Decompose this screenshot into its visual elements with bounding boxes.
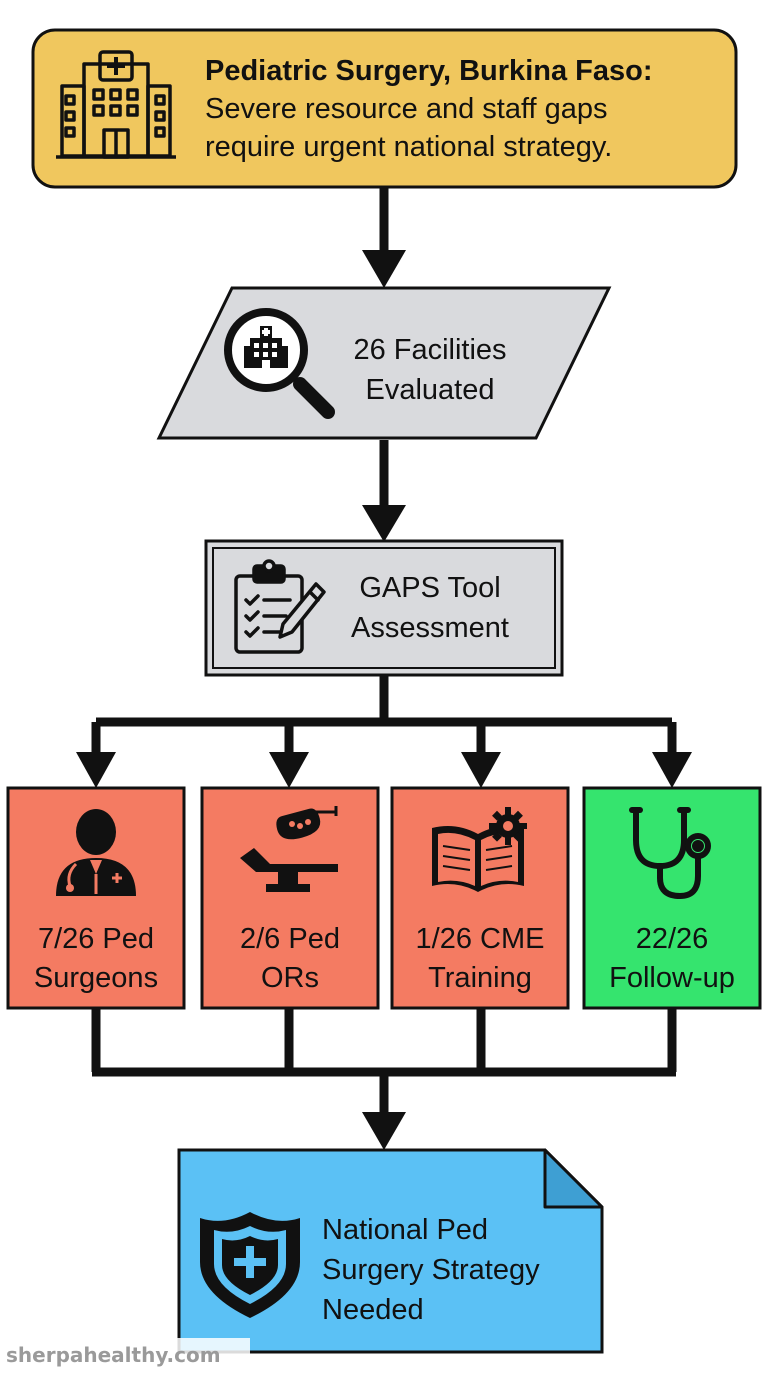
stat-cme-line-1: 1/26 CME	[415, 923, 545, 955]
magnifier-hospital-icon	[224, 308, 335, 419]
outcome-line-2: Surgery Strategy	[322, 1254, 540, 1286]
stat-ors-line-1: 2/6 Ped	[240, 923, 340, 955]
arrowhead-gaps	[362, 505, 406, 542]
arrowheads	[76, 250, 692, 1150]
assessment-line-2: Assessment	[351, 612, 509, 644]
outcome-box	[177, 1148, 604, 1354]
arrowhead-facilities	[362, 250, 406, 288]
arrowhead-stat-0	[76, 752, 116, 788]
clipboard-checklist-icon	[234, 559, 326, 654]
stat-surgeons-line-2: Surgeons	[33, 962, 159, 994]
stethoscope-icon	[629, 807, 711, 900]
operating-table-icon	[240, 806, 338, 892]
connectors	[91, 188, 677, 1112]
stat-followup-line-1: 22/26	[635, 923, 709, 955]
title-heading: Pediatric Surgery, Burkina Faso:	[205, 55, 653, 87]
outcome-text: National Ped Surgery Strategy Needed	[322, 1210, 592, 1330]
stat-surgeons-line-1: 7/26 Ped	[37, 923, 155, 955]
stat-cme-text: 1/26 CME Training	[392, 920, 568, 998]
arrowhead-stat-1	[269, 752, 309, 788]
assessment-line-1: GAPS Tool	[359, 572, 501, 604]
stat-ors-line-2: ORs	[261, 962, 319, 994]
outcome-line-1: National Ped	[322, 1214, 489, 1246]
watermark: sherpahealthy.com	[0, 1338, 250, 1372]
hospital-icon	[56, 50, 176, 159]
arrowhead-outcome	[362, 1112, 406, 1150]
arrowhead-stat-2	[461, 752, 501, 788]
title-box	[31, 28, 738, 189]
stat-surgeons-text: 7/26 Ped Surgeons	[8, 920, 184, 998]
stat-followup-text: 22/26 Follow-up	[584, 920, 760, 998]
gaps-box-inner	[212, 547, 556, 669]
facilities-line-2: Evaluated	[365, 374, 495, 406]
stat-ors-text: 2/6 Ped ORs	[202, 920, 378, 998]
facilities-line-1: 26 Facilities	[353, 334, 507, 366]
title-line-1: Severe resource and staff gaps	[205, 93, 608, 125]
outcome-line-3: Needed	[322, 1294, 424, 1326]
stat-cme-line-2: Training	[428, 962, 532, 994]
assessment-text: GAPS Tool Assessment	[325, 568, 535, 648]
stat-followup-line-2: Follow-up	[609, 962, 735, 994]
book-gear-icon	[432, 807, 527, 892]
stat-box-cme	[390, 786, 570, 1010]
outcome-box-fold	[543, 1148, 604, 1209]
shield-cross-icon	[200, 1212, 300, 1318]
facilities-text: 26 Facilities Evaluated	[320, 330, 540, 410]
surgeon-icon	[56, 809, 136, 896]
title-text: Pediatric Surgery, Burkina Faso: Severe …	[205, 52, 725, 166]
arrowhead-stat-3	[652, 752, 692, 788]
title-line-2: require urgent national strategy.	[205, 131, 613, 163]
